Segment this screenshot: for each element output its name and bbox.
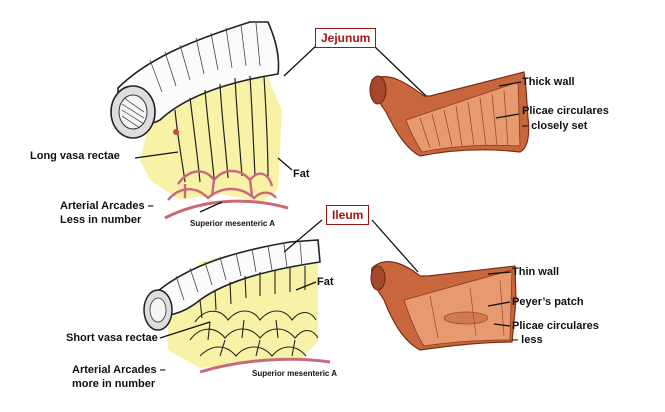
ileum-plicae-label-line1: Plicae circulares (512, 320, 599, 333)
jejunum-arcades-label-line2: Less in number (60, 214, 141, 227)
jejunum-long-vasa-rectae-label: Long vasa rectae (30, 150, 120, 163)
jejunum-superior-mesenteric-label: Superior mesenteric A (190, 219, 275, 229)
ileum-specimen-opening (371, 266, 385, 290)
ileum-specimen (371, 262, 516, 350)
ileum-title: Ileum (326, 205, 369, 225)
ileum-short-vasa-rectae-label: Short vasa rectae (66, 332, 158, 345)
jejunum-thick-wall-label: Thick wall (522, 76, 575, 89)
jejunum-arcades-label-line1: Arterial Arcades – (60, 200, 154, 213)
jejunum-specimen-opening (370, 76, 386, 104)
ileum-arcades-label-line2: more in number (72, 378, 155, 391)
ileum-thin-wall-label: Thin wall (512, 266, 559, 279)
ileum-superior-mesenteric-label: Superior mesenteric A (252, 369, 337, 379)
jejunum-title: Jejunum (315, 28, 376, 48)
ileum-mesentery-drawing (144, 240, 330, 372)
jejunum-red-dot (173, 129, 179, 135)
jejunum-fat-label: Fat (293, 168, 310, 181)
jejunum-plicae-label-line2: – closely set (522, 120, 587, 133)
ileum-peyers-patch-label: Peyer’s patch (512, 296, 584, 309)
ileum-arcades-label-line1: Arterial Arcades – (72, 364, 166, 377)
jejunum-mesentery-drawing (111, 22, 288, 218)
jejunum-superior-mesenteric-artery (165, 201, 288, 218)
ileum-peyers-patch-mark (444, 312, 488, 324)
jejunum-plicae-label-line1: Plicae circulares (522, 105, 609, 118)
ileum-fat-label: Fat (317, 276, 334, 289)
ileum-plicae-label-line2: – less (512, 334, 543, 347)
